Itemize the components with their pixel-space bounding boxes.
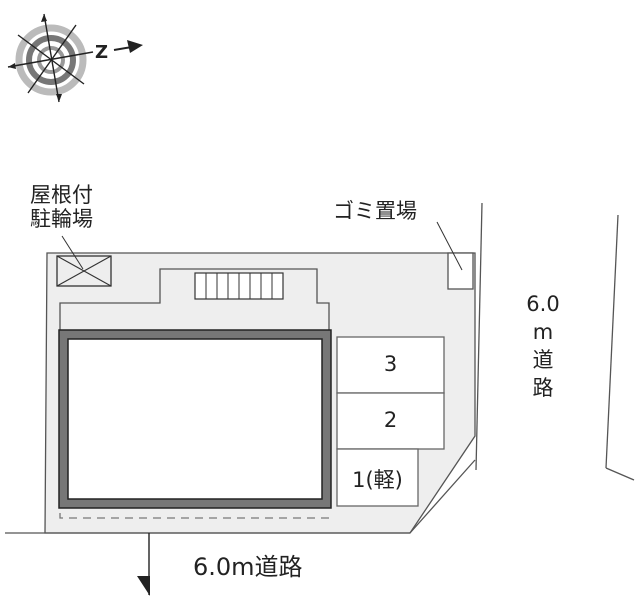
parking-space-3: [336, 336, 445, 394]
bicycle-parking-label: 屋根付 駐輪場: [30, 183, 93, 231]
parking-label-3: 3: [383, 352, 398, 376]
road-right-boundary: [605, 214, 619, 469]
bicycle-parking-box: [56, 255, 112, 287]
compass-rose-icon: Z: [7, 13, 143, 103]
bicycle-parking-label-line1: 屋根付: [30, 183, 93, 207]
road-bottom-label: 6.0m道路: [193, 553, 303, 581]
road-right-label-char1: 道: [532, 348, 554, 372]
parking-label-1: 1(軽): [352, 468, 403, 492]
road-right-label-unit: m: [532, 320, 554, 344]
svg-text:Z: Z: [95, 42, 108, 63]
entrance-arrow-icon: [137, 533, 150, 596]
bicycle-parking-label-line2: 駐輪場: [30, 207, 93, 231]
parking-space-1: [336, 448, 419, 507]
road-right-label: 6.0 m 道 路: [525, 290, 561, 402]
parking-space-2: [336, 392, 445, 450]
stairs-icon: [194, 272, 284, 300]
dashed-boundary: [59, 513, 331, 519]
road-right-label-char2: 路: [532, 376, 554, 400]
parking-label-2: 2: [383, 408, 398, 432]
road-right-label-width: 6.0: [526, 292, 560, 316]
garbage-area-box: [447, 252, 474, 290]
garbage-area-label: ゴミ置場: [333, 199, 417, 223]
building-upper-outline: [59, 268, 330, 330]
